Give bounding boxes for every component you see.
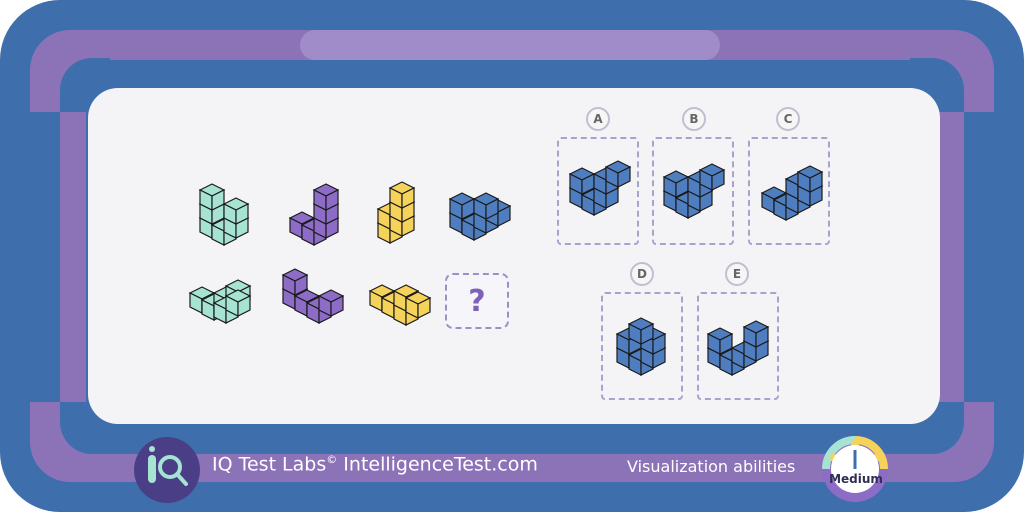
option-a-badge[interactable]: A	[586, 107, 610, 131]
figure-5	[189, 279, 251, 324]
puzzle-panel	[88, 88, 940, 424]
difficulty-gauge-icon	[822, 436, 888, 502]
magnifier-logo-icon	[148, 446, 188, 486]
option-c-slot[interactable]	[748, 137, 830, 245]
option-b-badge[interactable]: B	[682, 107, 706, 131]
figure-6	[282, 268, 344, 324]
figure-3	[377, 181, 415, 244]
brand-text: IQ Test Labs© IntelligenceTest.com	[212, 453, 538, 475]
brand-site[interactable]: IntelligenceTest.com	[343, 453, 538, 476]
option-e-badge[interactable]: E	[725, 262, 749, 286]
category-label: Visualization abilities	[627, 457, 796, 476]
option-c-badge[interactable]: C	[776, 107, 800, 131]
brand-name: IQ Test Labs	[212, 453, 327, 476]
option-d-slot[interactable]	[601, 292, 683, 400]
brand-logo	[134, 437, 200, 503]
figure-2	[289, 183, 339, 246]
option-b-slot[interactable]	[652, 137, 734, 245]
figure-7	[369, 284, 431, 326]
brand-mark: ©	[326, 453, 338, 466]
option-e-slot[interactable]	[697, 292, 779, 400]
missing-figure-placeholder: ?	[445, 273, 509, 329]
difficulty-label: Medium	[829, 472, 883, 486]
figure-4	[449, 192, 511, 241]
option-a-slot[interactable]	[557, 137, 639, 245]
option-d-badge[interactable]: D	[630, 262, 654, 286]
figure-1	[199, 183, 249, 246]
